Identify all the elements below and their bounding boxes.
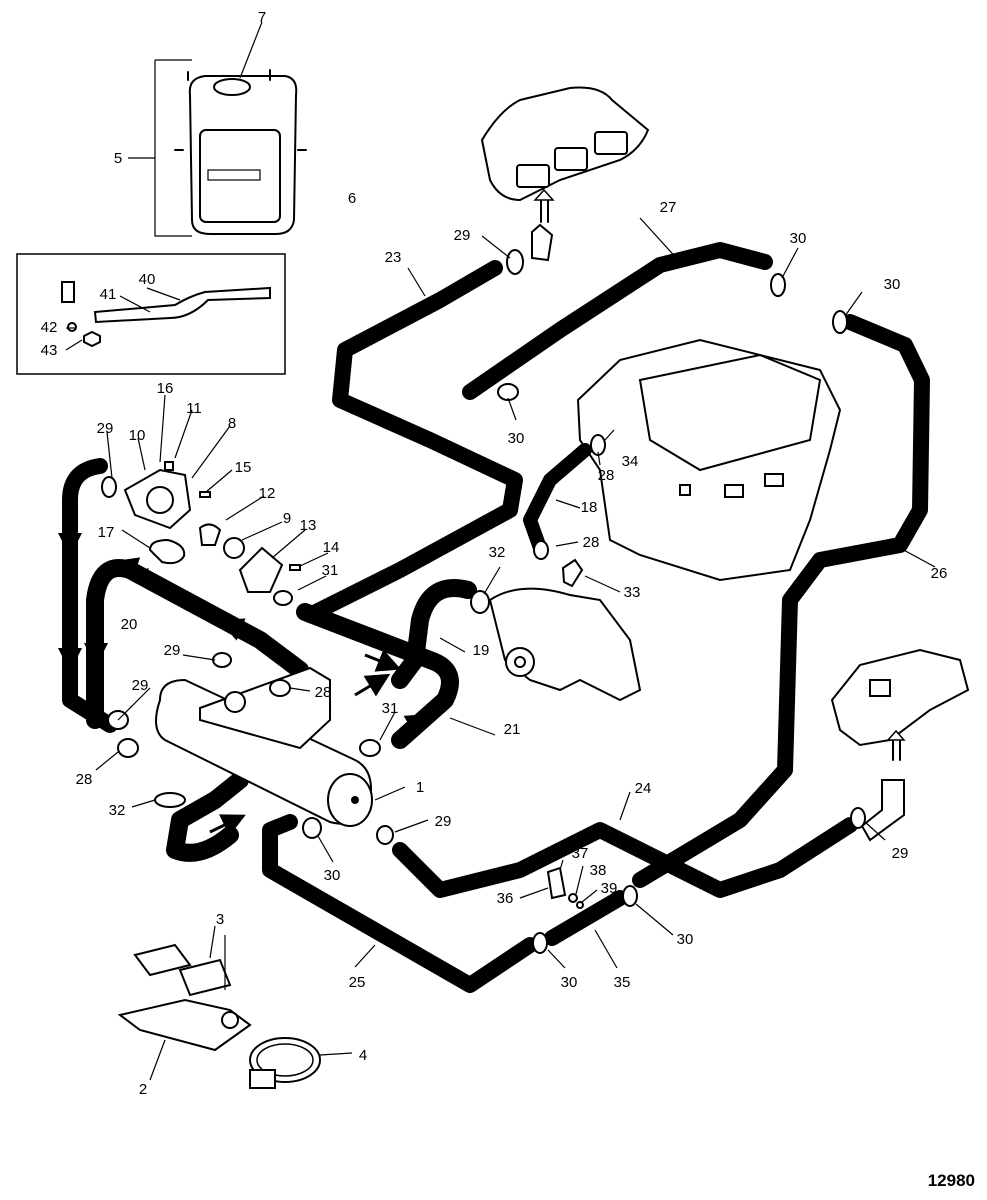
- callout-label: 30: [677, 931, 694, 948]
- callout-label: 1: [416, 779, 424, 796]
- heat-shields: [117, 943, 252, 1052]
- heat-exchanger: [155, 666, 373, 827]
- callout-label: 12: [259, 485, 276, 502]
- callout-label: 29: [97, 420, 114, 437]
- callout-label: 40: [139, 271, 156, 288]
- callout-label: 30: [884, 276, 901, 293]
- callout-label: 17: [98, 524, 115, 541]
- callout-label: 7: [258, 9, 266, 26]
- callout-label: 33: [624, 584, 641, 601]
- callout-label: 6: [348, 190, 356, 207]
- callout-label: 28: [583, 534, 600, 551]
- callout-label: 31: [322, 562, 339, 579]
- figure-reference-number: 12980: [928, 1171, 975, 1190]
- callout-label: 36: [497, 890, 514, 907]
- callout-label: 28: [315, 684, 332, 701]
- callout-label: 37: [572, 845, 589, 862]
- callout-label: 43: [41, 342, 58, 359]
- callout-label: 32: [109, 802, 126, 819]
- water-pump: [488, 587, 642, 702]
- callout-label: 10: [129, 427, 146, 444]
- callout-label: 25: [349, 974, 366, 991]
- callout-label: 38: [590, 862, 607, 879]
- callout-label: 30: [508, 430, 525, 447]
- exhaust-manifold-lower: [830, 648, 970, 842]
- callout-label: 2: [139, 1081, 147, 1098]
- hose-clamps: [101, 249, 866, 954]
- callout-label: 35: [614, 974, 631, 991]
- callout-label: 20: [121, 616, 138, 633]
- callout-label: 3: [216, 911, 224, 928]
- leader-lines: [65, 21, 936, 1081]
- callout-label: 9: [283, 510, 291, 527]
- callout-label: 29: [164, 642, 181, 659]
- callout-label: 16: [157, 380, 174, 397]
- callout-label: 13: [300, 517, 317, 534]
- callout-label: 28: [76, 771, 93, 788]
- callout-label: 8: [228, 415, 236, 432]
- callout-label: 21: [504, 721, 521, 738]
- callout-label: 19: [473, 642, 490, 659]
- callout-label: 29: [435, 813, 452, 830]
- callout-label: 26: [931, 565, 948, 582]
- bracket-inset: [16, 253, 286, 375]
- callout-label: 29: [454, 227, 471, 244]
- callout-label: 29: [892, 845, 909, 862]
- callout-label: 27: [660, 199, 677, 216]
- callout-label: 30: [561, 974, 578, 991]
- callout-label: 14: [323, 539, 340, 556]
- bracket-5: [154, 59, 192, 237]
- fittings: [546, 558, 584, 909]
- thermostat-housing: [123, 461, 301, 593]
- callout-label: 4: [359, 1047, 367, 1064]
- callout-label: 23: [385, 249, 402, 266]
- callout-label: 24: [635, 780, 652, 797]
- callout-label: 39: [601, 880, 618, 897]
- hose-network: [62, 242, 930, 993]
- callout-label: 31: [382, 700, 399, 717]
- callout-label: 42: [41, 319, 58, 336]
- callout-label: 5: [114, 150, 122, 167]
- engine-block: [576, 338, 842, 582]
- callout-label: 15: [235, 459, 252, 476]
- exhaust-manifold-upper: [480, 86, 650, 262]
- callout-label: 30: [324, 867, 341, 884]
- hose-clamp-large: [249, 1037, 321, 1089]
- callout-label: 32: [489, 544, 506, 561]
- callout-labels: 7 5 6 27 30 29 23 30 40 41 42 43 16 29 1…: [41, 9, 948, 1098]
- callout-label: 28: [598, 467, 615, 484]
- callout-label: 29: [132, 677, 149, 694]
- callout-label: 41: [100, 286, 117, 303]
- callout-label: 18: [581, 499, 598, 516]
- callout-label: 11: [186, 400, 202, 417]
- callout-label: 34: [622, 453, 639, 470]
- flow-arrows: [58, 510, 431, 837]
- callout-label: 30: [790, 230, 807, 247]
- coolant-reservoir: [154, 59, 307, 237]
